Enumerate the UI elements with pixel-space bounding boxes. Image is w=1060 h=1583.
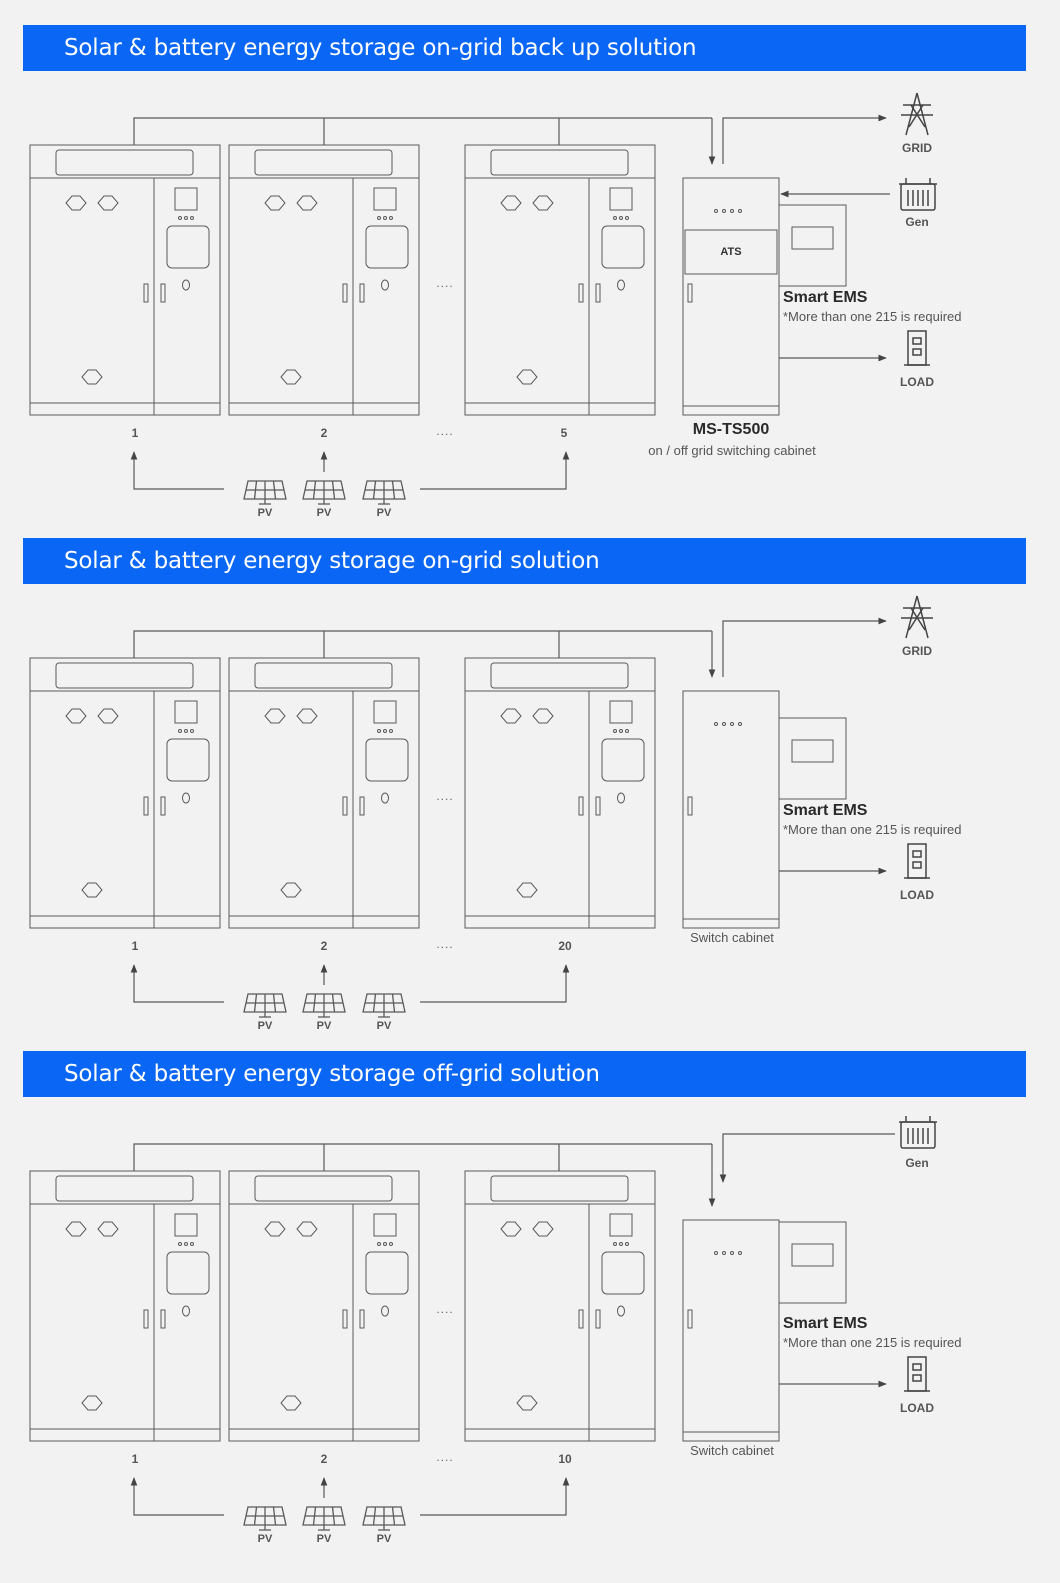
cabinet-number: 10: [558, 1452, 572, 1466]
pv-label: PV: [257, 1020, 273, 1032]
cabinet-ellipsis: ....: [436, 789, 454, 803]
smart-ems-title: Smart EMS: [783, 1315, 868, 1332]
number-ellipsis: ....: [436, 937, 454, 951]
pv-label: PV: [376, 1533, 392, 1545]
solution-section: Solar & battery energy storage off-grid …: [0, 1026, 1060, 1545]
grid-label: GRID: [902, 141, 932, 155]
solar-panel-icon: [362, 993, 406, 1018]
solar-panel-icon: [243, 1506, 287, 1531]
battery-cabinet: [464, 1170, 656, 1442]
switch-model-label: MS-TS500: [692, 421, 770, 438]
to-grid-arrow: [722, 617, 887, 677]
battery-cabinet: [228, 1170, 420, 1442]
pv-label: PV: [316, 1020, 332, 1032]
cabinet-number: 2: [320, 939, 328, 953]
number-ellipsis: ....: [436, 1450, 454, 1464]
pv-to-cabinet-arrow: [130, 451, 224, 490]
pv-to-cabinet-arrow: [420, 1477, 570, 1516]
pv-label: PV: [257, 507, 273, 519]
ac-bus-line: [133, 630, 712, 658]
pv-label: PV: [376, 507, 392, 519]
cabinet-ellipsis: ....: [436, 1302, 454, 1316]
pv-to-cabinet-arrow: [130, 964, 224, 1003]
solution-section: Solar & battery energy storage on-grid s…: [0, 513, 1060, 1032]
battery-cabinet: [464, 144, 656, 416]
switch-caption: on / off grid switching cabinet: [648, 443, 816, 458]
smart-ems-title: Smart EMS: [783, 802, 868, 819]
solar-panel-icon: [243, 480, 287, 505]
system-diagram: [29, 1116, 937, 1531]
pv-to-cabinet-arrow: [130, 1477, 224, 1516]
battery-cabinet: [228, 657, 420, 929]
section-title: Solar & battery energy storage on-grid s…: [64, 548, 600, 574]
cabinet-number: 20: [558, 939, 572, 953]
smart-ems-note: *More than one 215 is required: [783, 309, 962, 324]
battery-cabinet: [29, 1170, 221, 1442]
load-label: LOAD: [900, 888, 934, 902]
ac-bus-line: [133, 117, 712, 145]
number-ellipsis: ....: [436, 424, 454, 438]
switch-caption: Switch cabinet: [690, 1443, 774, 1458]
ac-bus-line: [133, 1143, 712, 1171]
section-title: Solar & battery energy storage on-grid b…: [64, 35, 697, 61]
section-banner: Solar & battery energy storage on-grid b…: [23, 25, 1026, 71]
ats-panel-label: ATS: [720, 246, 742, 258]
pv-label: PV: [316, 1533, 332, 1545]
switch-cabinet: [682, 1219, 780, 1442]
gen-label: Gen: [905, 215, 929, 229]
battery-cabinet: [464, 657, 656, 929]
load-icon: [904, 330, 930, 366]
gen-label: Gen: [905, 1156, 929, 1170]
pv-label: PV: [376, 1020, 392, 1032]
solar-panel-icon: [302, 993, 346, 1018]
system-diagram: [29, 92, 937, 505]
load-label: LOAD: [900, 1401, 934, 1415]
pv-to-cabinet-arrow: [420, 964, 570, 1003]
system-diagram: [29, 595, 933, 1018]
solar-panel-icon: [362, 1506, 406, 1531]
solar-panel-icon: [362, 480, 406, 505]
battery-cabinet: [228, 144, 420, 416]
cabinet-number: 2: [320, 426, 328, 440]
load-icon: [904, 1356, 930, 1392]
load-label: LOAD: [900, 375, 934, 389]
solar-panel-icon: [302, 480, 346, 505]
cabinet-number: 2: [320, 1452, 328, 1466]
switch-caption: Switch cabinet: [690, 930, 774, 945]
gen-to-switch-arrow: [719, 1133, 895, 1183]
generator-icon: [899, 1116, 937, 1149]
switch-cabinet: [682, 177, 780, 416]
section-banner: Solar & battery energy storage on-grid s…: [23, 538, 1026, 584]
pv-label: PV: [257, 1533, 273, 1545]
cabinet-ellipsis: ....: [436, 276, 454, 290]
solar-panel-icon: [302, 1506, 346, 1531]
battery-cabinet: [29, 144, 221, 416]
smart-ems-note: *More than one 215 is required: [783, 1335, 962, 1350]
grid-tower-icon: [901, 595, 933, 639]
pv-label: PV: [316, 507, 332, 519]
section-title: Solar & battery energy storage off-grid …: [64, 1061, 600, 1087]
solution-section: Solar & battery energy storage on-grid b…: [0, 0, 1060, 519]
grid-label: GRID: [902, 644, 932, 658]
smart-ems-unit: [778, 204, 847, 287]
pv-to-cabinet-arrow: [420, 451, 570, 490]
battery-cabinet: [29, 657, 221, 929]
grid-tower-icon: [901, 92, 933, 136]
section-banner: Solar & battery energy storage off-grid …: [23, 1051, 1026, 1097]
switch-cabinet: [682, 690, 780, 929]
smart-ems-note: *More than one 215 is required: [783, 822, 962, 837]
cabinet-number: 1: [131, 426, 139, 440]
load-icon: [904, 843, 930, 879]
cabinet-number: 5: [560, 426, 568, 440]
smart-ems-title: Smart EMS: [783, 289, 868, 306]
smart-ems-unit: [778, 1221, 847, 1304]
smart-ems-unit: [778, 717, 847, 800]
cabinet-number: 1: [131, 1452, 139, 1466]
cabinet-number: 1: [131, 939, 139, 953]
to-grid-arrow: [722, 114, 887, 164]
generator-icon: [899, 178, 937, 211]
solar-panel-icon: [243, 993, 287, 1018]
